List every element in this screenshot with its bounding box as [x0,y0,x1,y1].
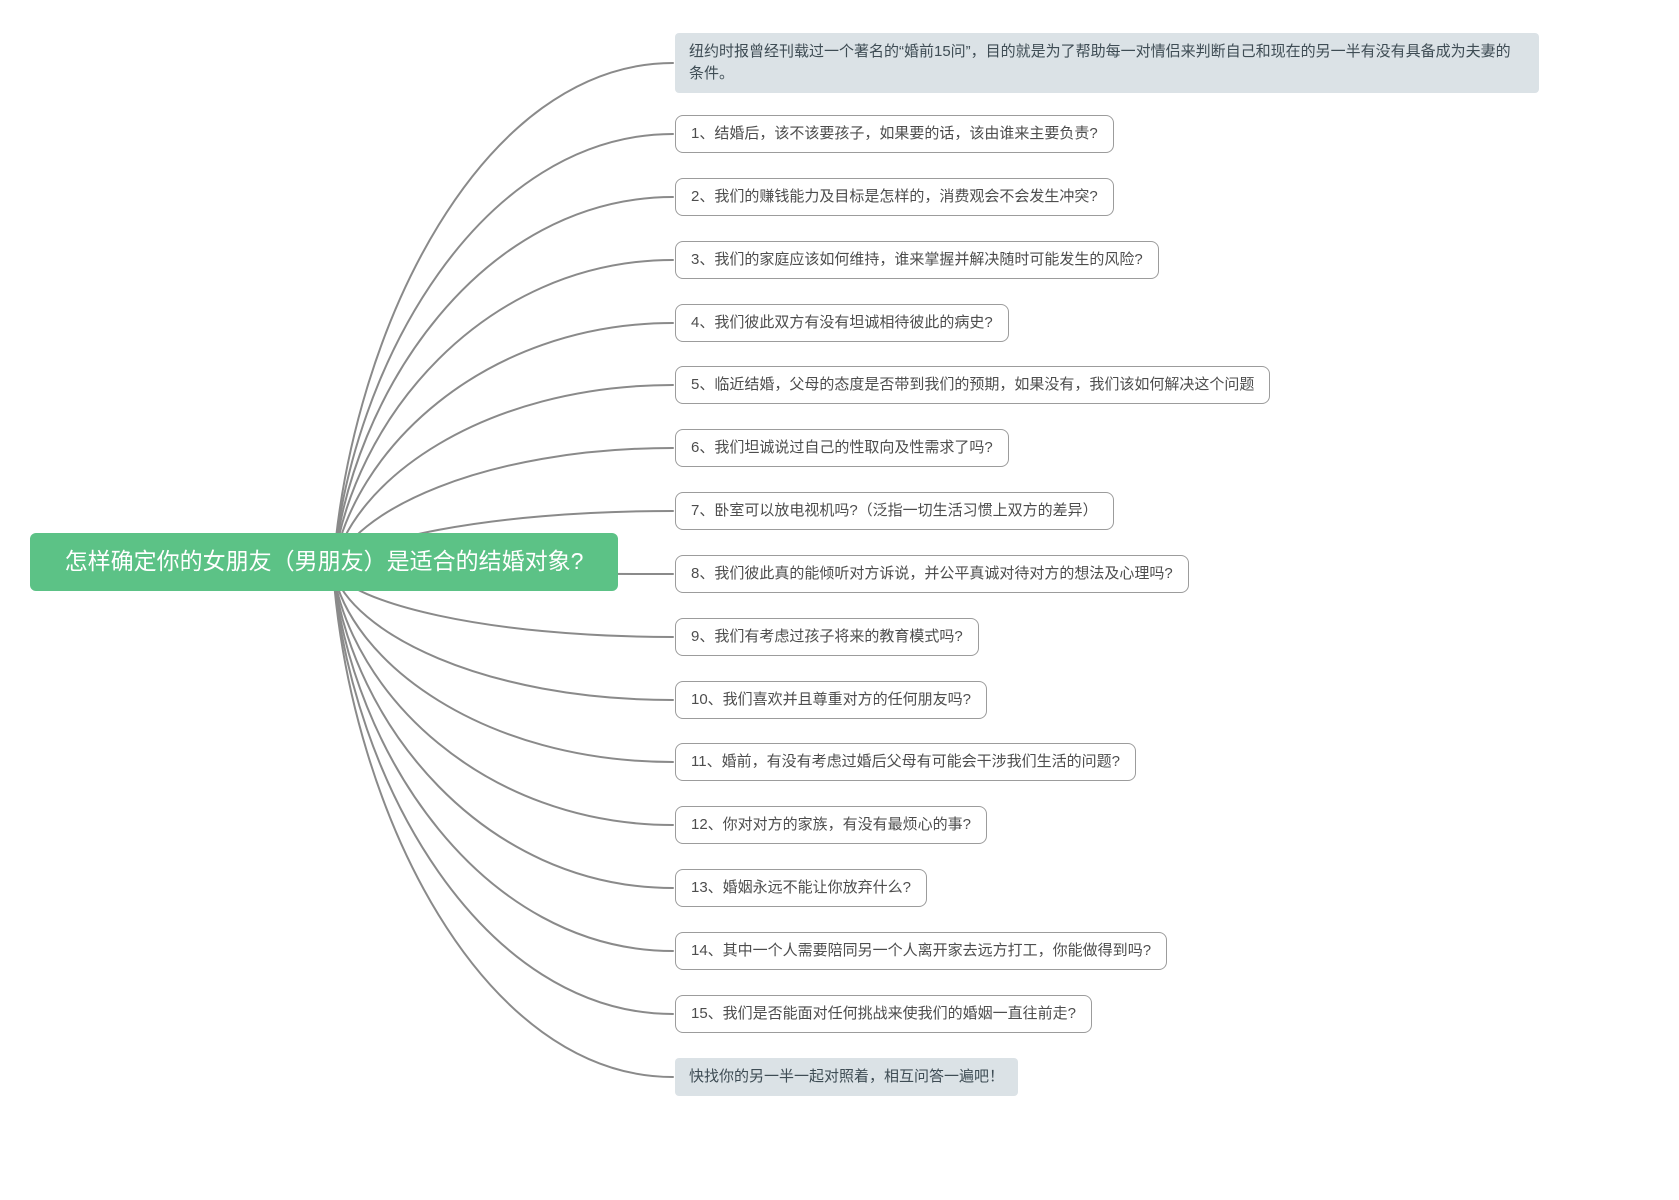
question-node-1: 1、结婚后，该不该要孩子，如果要的话，该由谁来主要负责? [675,115,1114,154]
question-node-8: 8、我们彼此真的能倾听对方诉说，并公平真诚对待对方的想法及心理吗? [675,555,1189,594]
question-node-4: 4、我们彼此双方有没有坦诚相待彼此的病史? [675,304,1009,343]
question-node-6: 6、我们坦诚说过自己的性取向及性需求了吗? [675,429,1009,468]
question-node-2: 2、我们的赚钱能力及目标是怎样的，消费观会不会发生冲突? [675,178,1114,217]
question-node-7: 7、卧室可以放电视机吗?（泛指一切生活习惯上双方的差异） [675,492,1114,531]
question-node-11: 11、婚前，有没有考虑过婚后父母有可能会干涉我们生活的问题? [675,743,1136,782]
question-node-12: 12、你对对方的家族，有没有最烦心的事? [675,806,988,845]
question-node-13: 13、婚姻永远不能让你放弃什么? [675,869,928,908]
question-node-10: 10、我们喜欢并且尊重对方的任何朋友吗? [675,681,988,720]
question-node-14: 14、其中一个人需要陪同另一个人离开家去远方打工，你能做得到吗? [675,932,1168,971]
question-node-5: 5、临近结婚，父母的态度是否带到我们的预期，如果没有，我们该如何解决这个问题 [675,366,1271,405]
root-node: 怎样确定你的女朋友（男朋友）是适合的结婚对象? [30,533,618,591]
outro-note: 快找你的另一半一起对照着，相互问答一遍吧！ [675,1058,1019,1096]
question-node-9: 9、我们有考虑过孩子将来的教育模式吗? [675,618,979,657]
question-node-15: 15、我们是否能面对任何挑战来使我们的婚姻一直往前走? [675,995,1093,1034]
intro-note: 纽约时报曾经刊载过一个著名的“婚前15问”，目的就是为了帮助每一对情侣来判断自己… [675,33,1539,93]
question-node-3: 3、我们的家庭应该如何维持，谁来掌握并解决随时可能发生的风险? [675,241,1159,280]
